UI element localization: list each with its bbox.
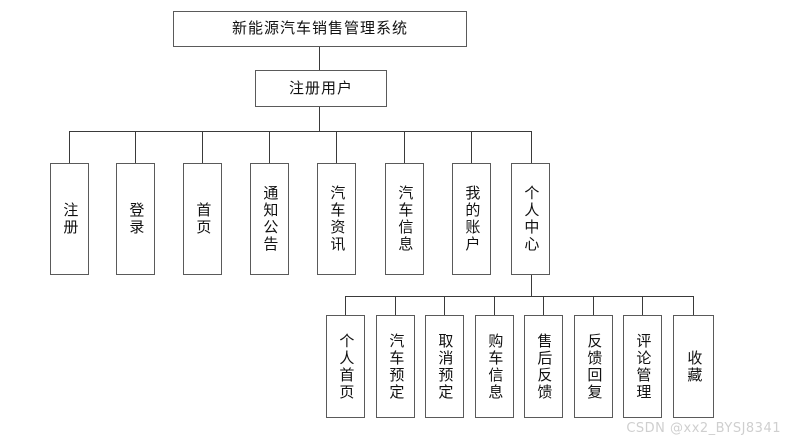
edge-drop-personal-home <box>345 296 346 315</box>
edge-bus-level3 <box>69 131 532 132</box>
edge-drop-home <box>202 131 203 163</box>
node-after-sales-label: 售后反馈 <box>535 332 554 401</box>
node-home[interactable]: 首页 <box>183 163 222 275</box>
edge-drop-my-account <box>471 131 472 163</box>
node-cancel-reservation-label: 取消预定 <box>436 332 455 401</box>
node-car-news-label: 汽车资讯 <box>328 185 347 253</box>
node-purchase-info[interactable]: 购车信息 <box>475 315 514 418</box>
node-registered-user[interactable]: 注册用户 <box>255 70 387 107</box>
edge-drop-after-sales <box>543 296 544 315</box>
node-personal-home-label: 个人首页 <box>337 332 356 401</box>
node-root-label: 新能源汽车销售管理系统 <box>231 19 408 38</box>
edge-drop-car-news <box>336 131 337 163</box>
node-car-news[interactable]: 汽车资讯 <box>317 163 356 275</box>
edge-drop-personal-center <box>531 131 532 163</box>
node-my-account[interactable]: 我的账户 <box>452 163 491 275</box>
edge-drop-register <box>69 131 70 163</box>
edge-personal-center-to-bus <box>531 275 532 296</box>
node-home-label: 首页 <box>194 202 213 236</box>
node-personal-center-label: 个人中心 <box>522 185 541 253</box>
edge-drop-notice <box>269 131 270 163</box>
edge-root-to-registered-user <box>319 47 320 70</box>
node-feedback-reply-label: 反馈回复 <box>585 332 604 401</box>
node-notice-label: 通知公告 <box>261 185 280 253</box>
node-comment-admin-label: 评论管理 <box>634 332 653 401</box>
node-after-sales[interactable]: 售后反馈 <box>524 315 563 418</box>
edge-drop-feedback-reply <box>593 296 594 315</box>
node-login-label: 登录 <box>127 202 146 236</box>
node-register-label: 注册 <box>61 202 80 236</box>
node-car-reservation-label: 汽车预定 <box>387 332 406 401</box>
edge-registered-user-to-bus <box>319 107 320 131</box>
node-register[interactable]: 注册 <box>50 163 89 275</box>
edge-drop-purchase-info <box>494 296 495 315</box>
node-favorites[interactable]: 收藏 <box>673 315 714 418</box>
node-personal-home[interactable]: 个人首页 <box>326 315 365 418</box>
edge-drop-comment-admin <box>642 296 643 315</box>
node-favorites-label: 收藏 <box>685 349 704 384</box>
edge-drop-car-info <box>404 131 405 163</box>
node-comment-admin[interactable]: 评论管理 <box>623 315 662 418</box>
edge-drop-login <box>135 131 136 163</box>
node-feedback-reply[interactable]: 反馈回复 <box>574 315 613 418</box>
node-cancel-reservation[interactable]: 取消预定 <box>425 315 464 418</box>
node-purchase-info-label: 购车信息 <box>486 332 505 401</box>
node-car-info-label: 汽车信息 <box>396 185 415 253</box>
node-my-account-label: 我的账户 <box>463 185 482 253</box>
node-login[interactable]: 登录 <box>116 163 155 275</box>
node-car-info[interactable]: 汽车信息 <box>385 163 424 275</box>
watermark: CSDN @xx2_BYSJ8341 <box>626 421 781 436</box>
node-car-reservation[interactable]: 汽车预定 <box>376 315 415 418</box>
edge-drop-favorites <box>693 296 694 315</box>
node-personal-center[interactable]: 个人中心 <box>511 163 550 275</box>
node-registered-user-label: 注册用户 <box>288 78 353 97</box>
edge-drop-car-reservation <box>395 296 396 315</box>
edge-drop-cancel-reservation <box>444 296 445 315</box>
node-notice[interactable]: 通知公告 <box>250 163 289 275</box>
node-root-system[interactable]: 新能源汽车销售管理系统 <box>173 11 467 47</box>
edge-bus-level4 <box>345 296 694 297</box>
